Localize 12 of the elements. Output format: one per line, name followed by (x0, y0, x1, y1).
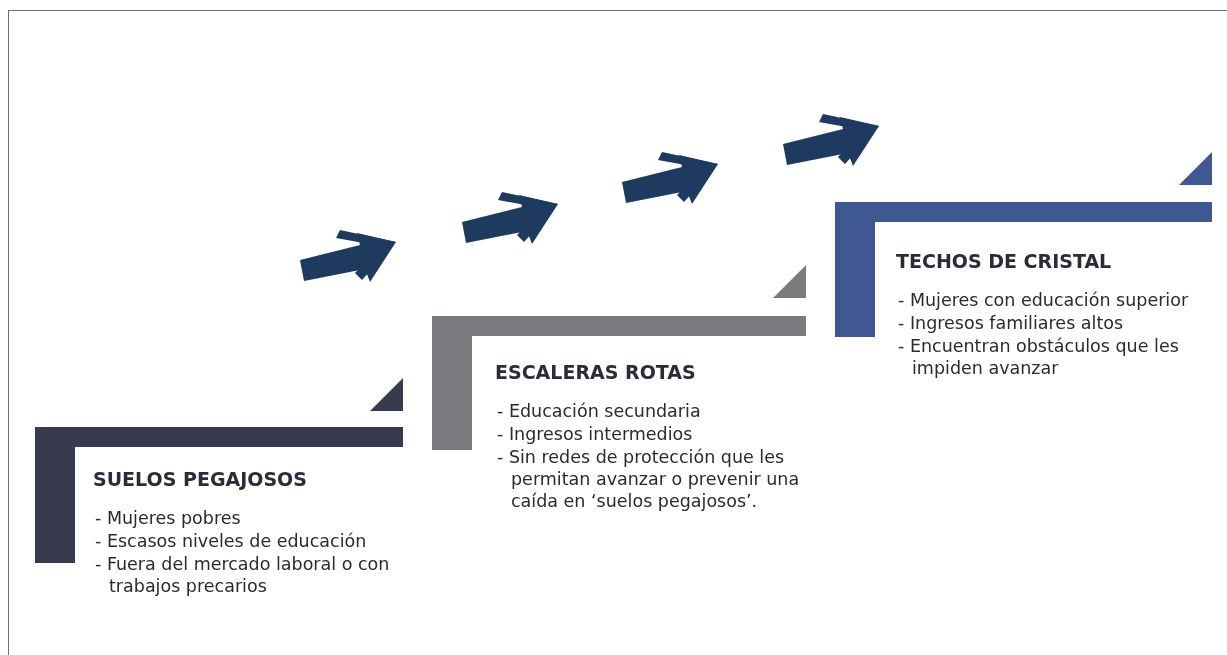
bullet-item: - Ingresos familiares altos (897, 312, 1125, 334)
step-heading: SUELOS PEGAJOSOS (93, 468, 308, 490)
step-heading: ESCALERAS ROTAS (495, 361, 697, 383)
bullet-item: - Escasos niveles de educación (94, 530, 368, 552)
bullet-item: - Educación secundaria (496, 400, 702, 422)
bullet-item: - Ingresos intermedios (496, 423, 694, 445)
bullet-item: - Encuentran obstáculos que les impiden avanzar (897, 335, 1180, 379)
bullet-item: - Mujeres con educación superior (897, 289, 1190, 311)
bullet-item: - Mujeres pobres (94, 507, 242, 529)
bullet-item: - Fuera del mercado laboral o con trabajos precarios (94, 553, 391, 597)
bullet-item: - Sin redes de protección que les permitan avanzar o prevenir una caída en ‘suelos pegajosos’. (496, 446, 801, 512)
step-heading: TECHOS DE CRISTAL (896, 250, 1113, 272)
